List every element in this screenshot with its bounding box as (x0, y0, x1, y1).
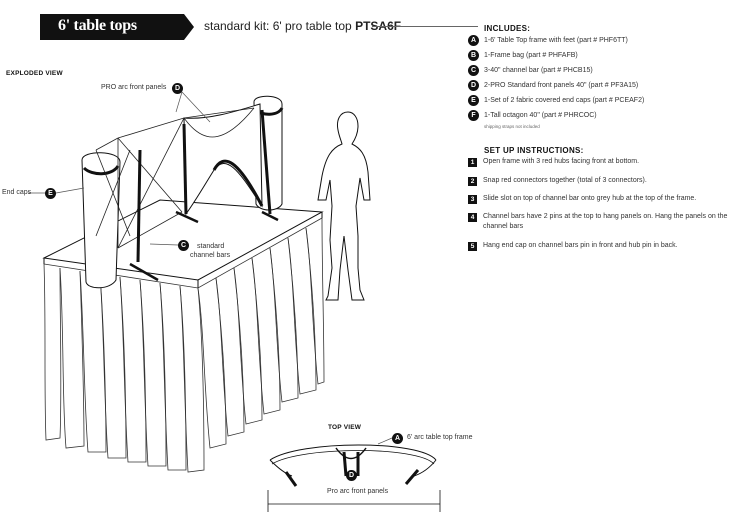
step-number: 3 (468, 195, 477, 204)
setup-step: 5 Hang end cap on channel bars pin in fro… (468, 241, 748, 251)
include-text: 1-Set of 2 fabric covered end caps (part… (484, 97, 645, 104)
kit-prefix: standard kit: 6' pro table top (204, 19, 356, 33)
step-text: Slide slot on top of channel bar onto gr… (483, 195, 697, 202)
panels-label: PRO arc front panels (101, 84, 167, 91)
setup-heading: SET UP INSTRUCTIONS: (484, 146, 584, 155)
step-text: Snap red connectors together (total of 3… (483, 177, 647, 184)
step-number: 5 (468, 242, 477, 251)
setup-step: 4 Channel bars have 2 pins at the top to … (468, 212, 748, 232)
include-item: A 1-6' Table Top frame with feet (part # … (468, 34, 628, 47)
include-text: 1-6' Table Top frame with feet (part # P… (484, 37, 628, 44)
step-number: 4 (468, 213, 477, 222)
top-frame-label: 6' arc table top frame (407, 434, 473, 441)
panels-badge: D (172, 83, 183, 94)
endcaps-badge: E (45, 188, 56, 199)
top-panels-label: Pro arc front panels (327, 488, 389, 495)
setup-step: 3 Slide slot on top of channel bar onto g… (468, 194, 748, 204)
include-badge: F (468, 110, 479, 121)
step-text: Hang end cap on channel bars pin in fron… (483, 242, 678, 249)
top-view-heading: TOP VIEW (328, 424, 362, 431)
setup-step: 1 Open frame with 3 red hubs facing front… (468, 157, 748, 167)
include-item: F 1-Tall octagon 40" (part # PHRCOC) (468, 109, 597, 122)
setup-step: 2 Snap red connectors together (total of … (468, 176, 748, 186)
channel-bars-badge: C (178, 240, 189, 251)
include-badge: E (468, 95, 479, 106)
channel-bars (136, 109, 272, 263)
include-item: B 1-Frame bag (part # PHFAFB) (468, 49, 578, 62)
include-item: E 1-Set of 2 fabric covered end caps (par… (468, 94, 644, 107)
include-text: 1-Tall octagon 40" (part # PHRCOC) (484, 112, 597, 119)
endcaps-label: End caps (2, 189, 32, 196)
include-badge: A (468, 35, 479, 46)
human-silhouette (317, 111, 371, 301)
step-number: 1 (468, 158, 477, 167)
frame-lattice (95, 107, 255, 249)
include-item: C 3-40" channel bar (part # PHCB15) (468, 64, 593, 77)
include-item: D 2-PRO Standard front panels 40" (part #… (468, 79, 638, 92)
channel-label-line2: channel bars (190, 252, 231, 259)
top-panels-badge: D (346, 470, 357, 481)
exploded-view-heading: EXPLODED VIEW (6, 70, 63, 77)
front-panel (183, 103, 263, 216)
step-number: 2 (468, 177, 477, 186)
header-rule (372, 26, 478, 27)
includes-heading: INCLUDES: (484, 24, 531, 33)
top-frame-badge: A (392, 433, 403, 444)
shipping-note: shipping straps not included (484, 124, 540, 129)
page-title: 6' table tops (58, 17, 137, 34)
include-badge: D (468, 80, 479, 91)
channel-label-line1: standard (197, 243, 225, 250)
include-text: 2-PRO Standard front panels 40" (part # … (484, 82, 639, 89)
include-text: 3-40" channel bar (part # PHCB15) (484, 67, 593, 74)
step-text: Open frame with 3 red hubs facing front … (483, 158, 640, 165)
step-text: Channel bars have 2 pins at the top to h… (483, 213, 728, 230)
include-badge: B (468, 50, 479, 61)
include-badge: C (468, 65, 479, 76)
include-text: 1-Frame bag (part # PHFAFB) (484, 52, 578, 59)
